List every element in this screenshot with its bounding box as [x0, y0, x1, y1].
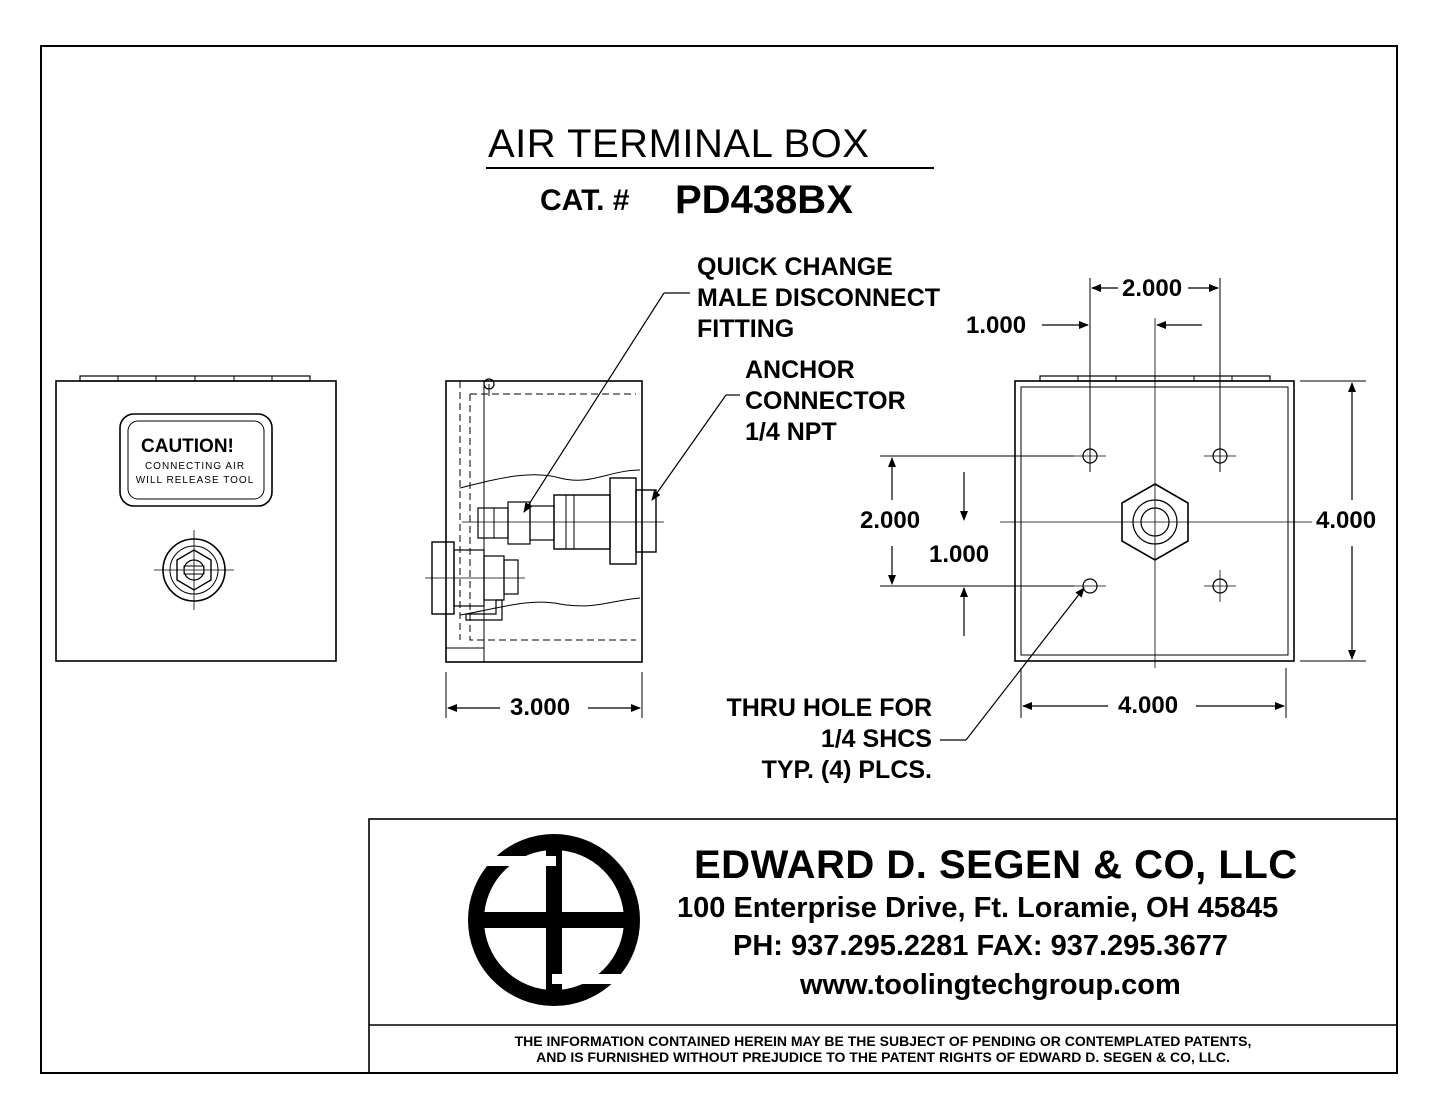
dimension-top-hole-spacing: 2.000: [1118, 277, 1187, 301]
front-view: [55, 375, 337, 662]
mount-hole: [1204, 570, 1236, 602]
top-view: [880, 278, 1366, 718]
caution-label-title: CAUTION!: [141, 436, 234, 457]
company-name: EDWARD D. SEGEN & CO, LLC: [694, 843, 1298, 887]
caution-label-outer: [119, 413, 273, 507]
dimension-overall-width: 4.000: [1114, 694, 1183, 718]
dimension-top-hole-offset: 1.000: [962, 314, 1031, 338]
patent-disclaimer: THE INFORMATION CONTAINED HEREIN MAY BE …: [514, 1033, 1252, 1065]
front-box-outline: [55, 380, 337, 662]
side-box-outline: [445, 380, 643, 663]
company-address: 100 Enterprise Drive, Ft. Loramie, OH 45…: [677, 892, 1279, 924]
caution-label-inner: [127, 420, 265, 500]
dimension-overall-height: 4.000: [1312, 509, 1381, 533]
company-website: www.toolingtechgroup.com: [800, 969, 1181, 1001]
title-block-frame: [368, 818, 1398, 1074]
callout-anchor: ANCHOR CONNECTOR 1/4 NPT: [745, 356, 906, 446]
company-phone: PH: 937.295.2281 FAX: 937.295.3677: [733, 930, 1228, 962]
dimension-left-hole-offset: 1.000: [925, 543, 994, 567]
dimension-side-depth: 3.000: [506, 696, 575, 720]
dimension-left-hole-spacing: 2.000: [856, 509, 925, 533]
front-connector: [154, 530, 234, 610]
caution-label-text: CONNECTING AIR WILL RELEASE TOOL: [135, 461, 255, 486]
callout-thru-hole: THRU HOLE FOR 1/4 SHCS TYP. (4) PLCS.: [726, 694, 932, 784]
company-logo: [468, 834, 640, 1006]
catalog-label: CAT. #: [540, 184, 630, 217]
mount-hole: [1074, 578, 1106, 594]
drawing-title: AIR TERMINAL BOX: [488, 122, 870, 166]
side-view: [425, 378, 664, 718]
catalog-number: PD438BX: [675, 178, 853, 222]
top-box-outline: [1014, 380, 1295, 662]
callout-fitting: QUICK CHANGE MALE DISCONNECT FITTING: [697, 253, 941, 343]
